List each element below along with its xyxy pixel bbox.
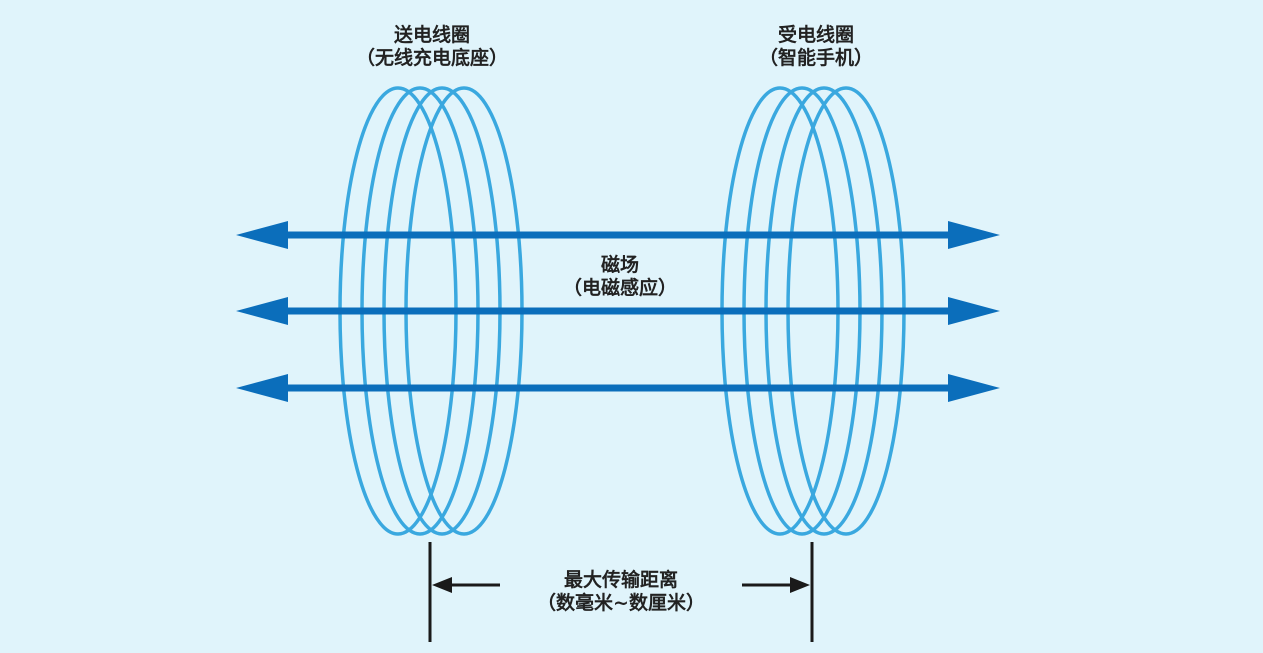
field-arrow-bottom bbox=[236, 374, 1000, 402]
transmitter-label: 送电线圈 （无线充电底座） bbox=[356, 24, 508, 70]
field-subtitle: （电磁感应） bbox=[562, 277, 678, 299]
field-label: 磁场 （电磁感应） bbox=[563, 254, 677, 300]
field-arrows bbox=[236, 221, 1000, 402]
distance-title: 最大传输距离 bbox=[563, 569, 679, 591]
receiver-label: 受电线圈 （智能手机） bbox=[759, 24, 873, 70]
distance-dimension bbox=[428, 542, 814, 642]
distance-subtitle: （数毫米~数厘米） bbox=[537, 592, 705, 614]
field-arrow-middle bbox=[236, 297, 1000, 325]
receiver-title: 受电线圈 bbox=[777, 24, 855, 46]
distance-arrow-right bbox=[742, 577, 810, 593]
field-title: 磁场 bbox=[600, 254, 640, 276]
distance-label: 最大传输距离 （数毫米~数厘米） bbox=[537, 569, 705, 615]
transmitter-title: 送电线圈 bbox=[393, 24, 471, 46]
distance-arrow-left bbox=[432, 577, 500, 593]
transmitter-subtitle: （无线充电底座） bbox=[355, 47, 509, 69]
field-arrow-top bbox=[236, 221, 1000, 249]
receiver-subtitle: （智能手机） bbox=[758, 47, 874, 69]
